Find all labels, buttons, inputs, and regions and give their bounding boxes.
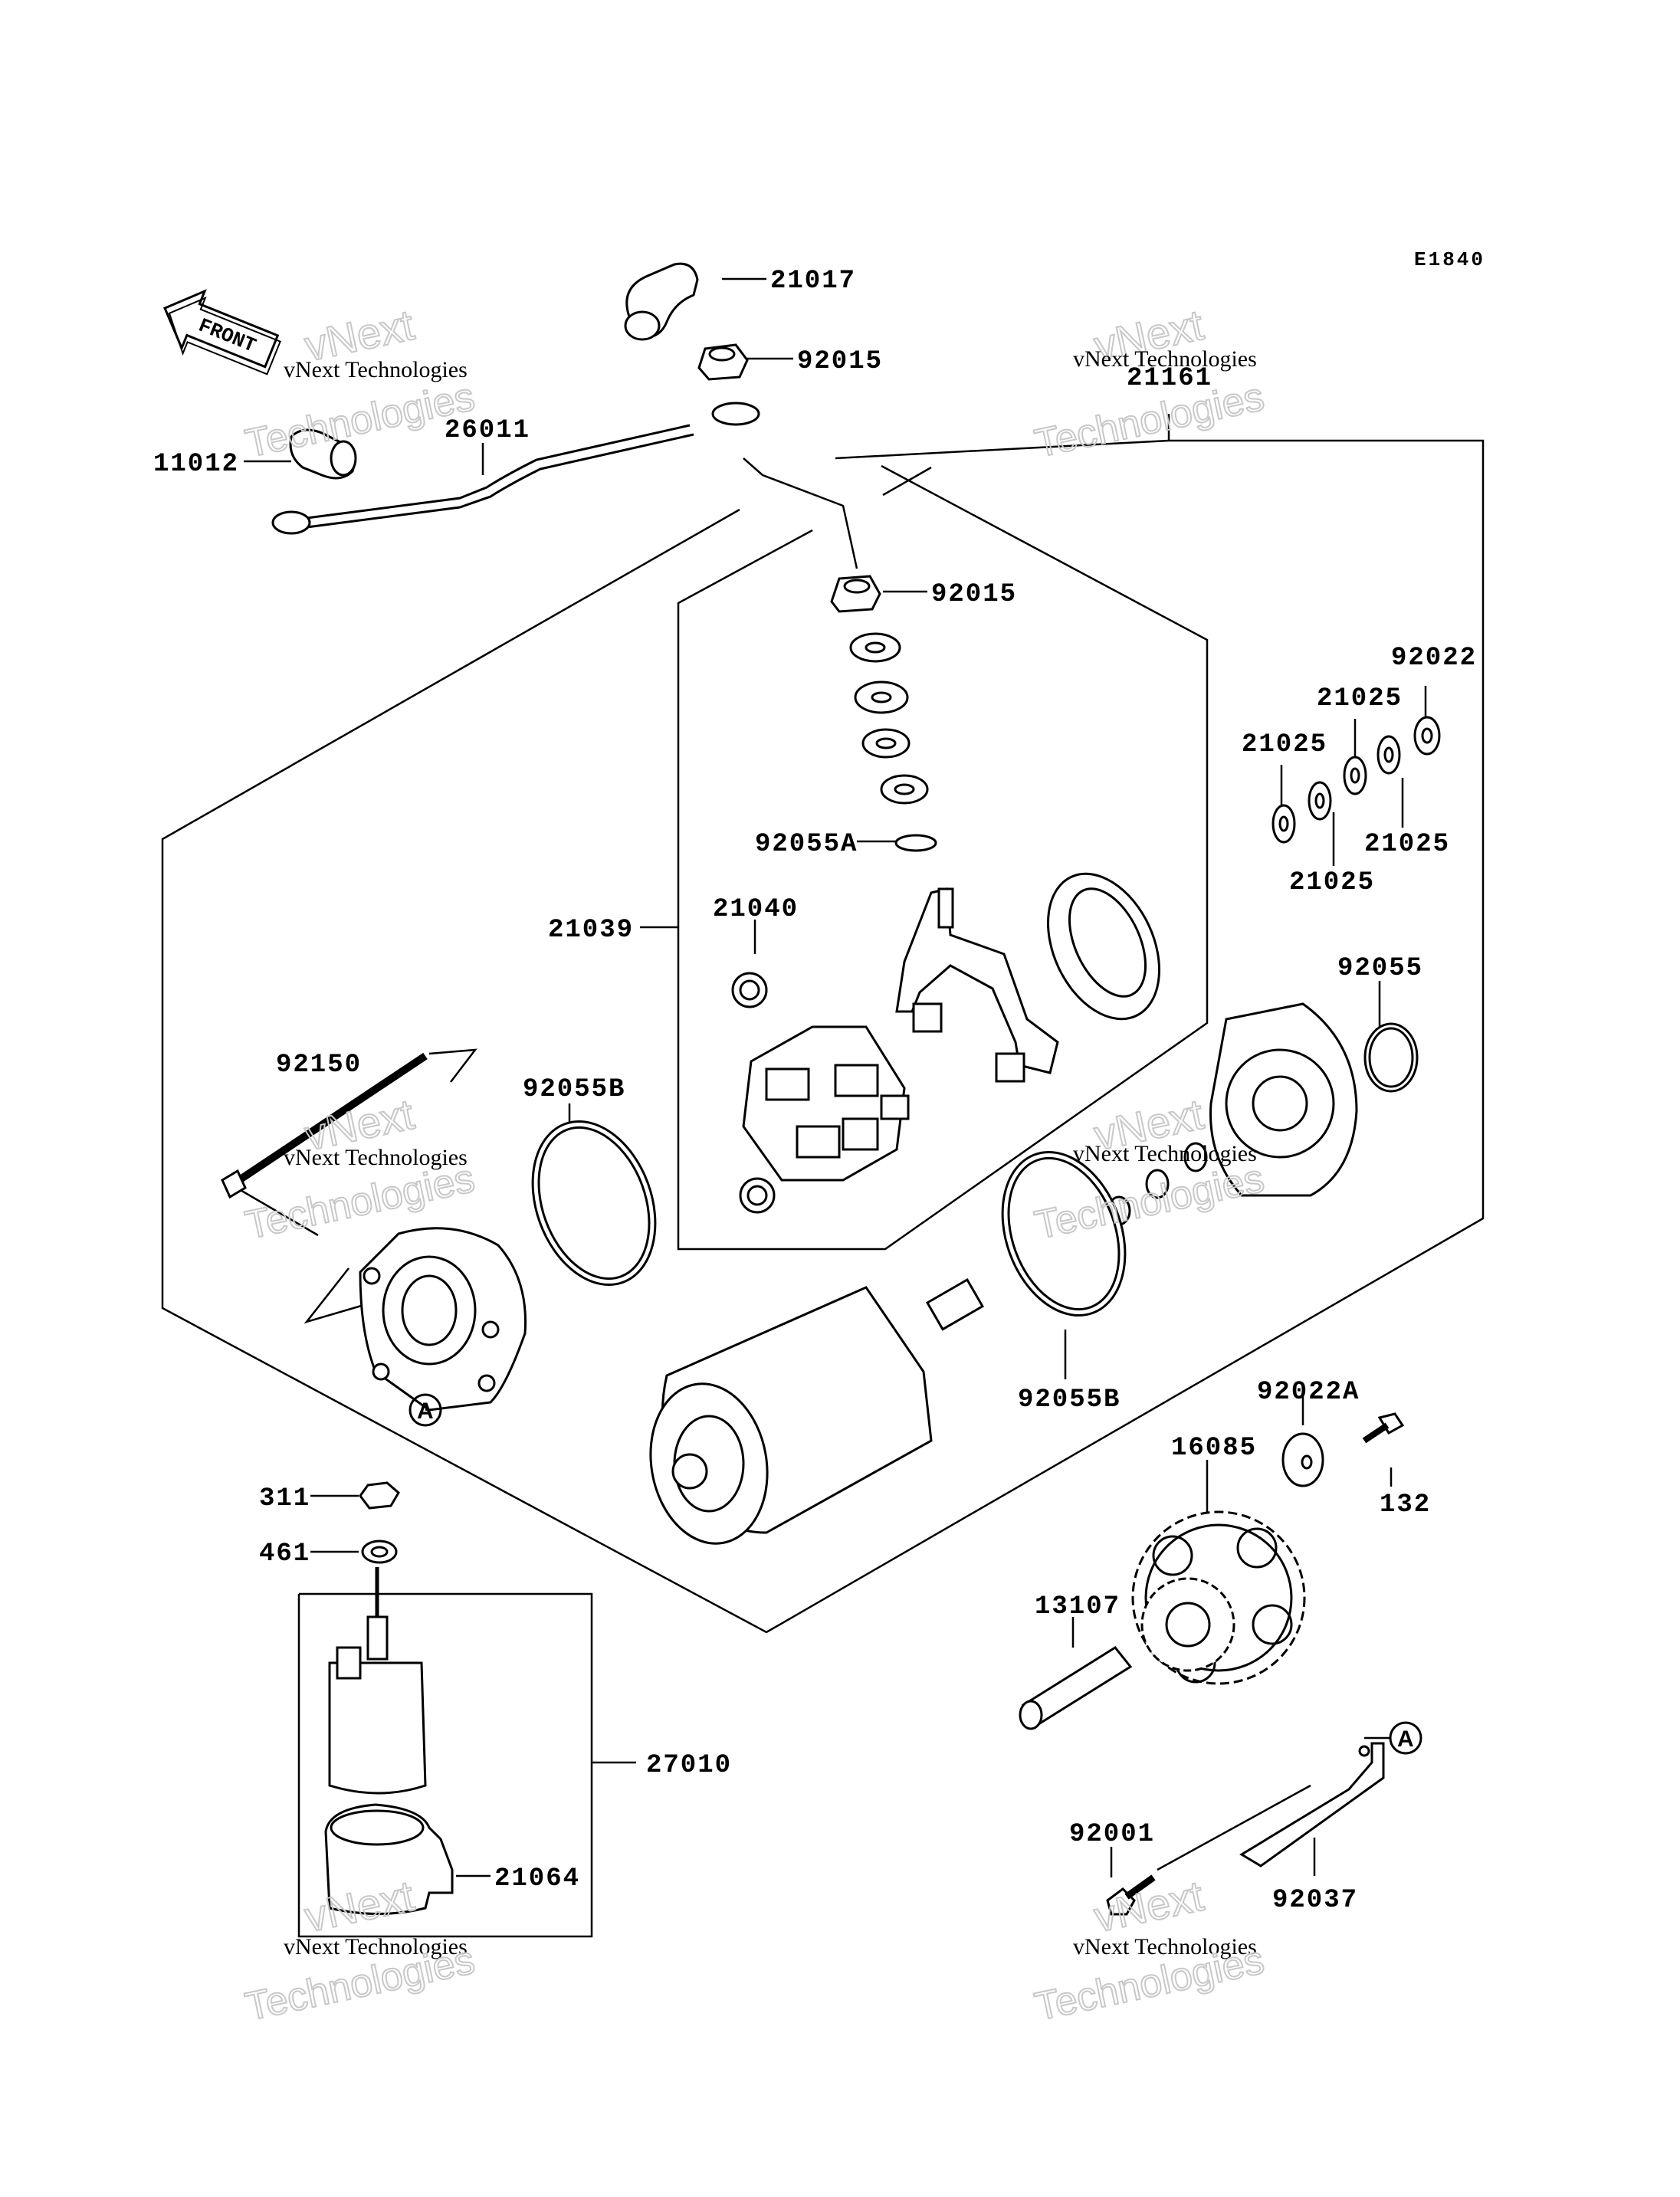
watermark-bottom-left-brand: vNext: [300, 1871, 418, 1941]
bracket-92037: [1239, 1742, 1385, 1867]
oring-92055B-left: [531, 1120, 657, 1287]
label-26011: 26011: [445, 416, 530, 445]
ref-marker-a-right-text: A: [1397, 1726, 1414, 1752]
watermark-top-left-tech: Technologies: [241, 375, 478, 467]
spring-21040: [731, 972, 776, 1214]
watermark-top-left: vNext vNext Technologies Technologies: [241, 300, 479, 467]
label-21025-a: 21025: [1317, 684, 1403, 713]
oring-92055B-right: [1001, 1150, 1127, 1317]
washer-stack: [849, 632, 937, 852]
label-132: 132: [1380, 1490, 1431, 1520]
cover-21064: [324, 1803, 454, 1915]
label-21064: 21064: [494, 1864, 580, 1894]
yoke-ring: [1046, 872, 1161, 1021]
bolt-92150: [221, 1052, 428, 1199]
label-92015-mid: 92015: [931, 580, 1017, 609]
washer-461: [361, 1540, 398, 1564]
oring-92055: [1363, 1022, 1419, 1093]
label-92022: 92022: [1391, 644, 1477, 673]
nut-92015-mid: [830, 575, 881, 613]
watermark-mid-left-line: vNext Technologies: [284, 1145, 468, 1170]
label-92055B-left: 92055B: [523, 1075, 625, 1104]
label-461: 461: [259, 1540, 310, 1569]
label-21017: 21017: [770, 267, 856, 296]
diagram-code: E1840: [1414, 248, 1485, 271]
watermark-bottom-right: vNext vNext Technologies Technologies: [1030, 1871, 1268, 2031]
leader-lines: [229, 277, 1427, 1877]
label-13107: 13107: [1035, 1592, 1121, 1622]
front-cover-left: [359, 1227, 527, 1412]
washers-21025: [1271, 716, 1441, 844]
label-92055: 92055: [1337, 954, 1423, 983]
ref-marker-a-right: A: [1389, 1721, 1422, 1755]
watermark-mid-left: vNext vNext Technologies Technologies: [241, 1089, 479, 1249]
label-92022A: 92022A: [1257, 1378, 1360, 1407]
boot-11012: [289, 428, 357, 480]
front-arrow-icon: FRONT: [163, 289, 281, 375]
watermark-mid-right-line: vNext Technologies: [1073, 1141, 1257, 1166]
label-92055B-right: 92055B: [1018, 1385, 1121, 1415]
watermark-bottom-right-line: vNext Technologies: [1073, 1934, 1257, 1959]
label-92055A: 92055A: [755, 830, 858, 859]
watermark-top-left-line: vNext Technologies: [284, 357, 468, 382]
solenoid-27010: [328, 1567, 427, 1795]
watermark-top-right-line: vNext Technologies: [1073, 346, 1257, 372]
label-21025-b: 21025: [1242, 730, 1327, 759]
cable-26011: [271, 402, 760, 535]
label-92015-top: 92015: [797, 347, 883, 376]
label-311: 311: [259, 1484, 310, 1513]
bolt-92001: [1106, 1874, 1156, 1916]
label-92150: 92150: [276, 1051, 362, 1080]
brush-plate: [895, 887, 1059, 1083]
watermark-bottom-left: vNext vNext Technologies Technologies: [241, 1871, 479, 2031]
nut-311: [359, 1481, 400, 1510]
label-21039: 21039: [548, 916, 634, 945]
gear-16085: [1131, 1510, 1306, 1685]
motor-yoke: [649, 1277, 985, 1545]
watermark-bottom-left-line: vNext Technologies: [284, 1934, 468, 1959]
label-21161: 21161: [1127, 364, 1212, 393]
label-11012: 11012: [153, 450, 239, 479]
bolt-132: [1362, 1412, 1405, 1444]
brush-holder-21039: [742, 1025, 910, 1182]
shaft-13107: [1019, 1646, 1133, 1730]
boot-21017: [624, 262, 699, 341]
assembly-outline: [161, 414, 1485, 1938]
label-92037: 92037: [1272, 1886, 1358, 1915]
label-16085: 16085: [1171, 1434, 1257, 1463]
end-cover-right: [1107, 1002, 1358, 1226]
nut-92015-top: [697, 343, 749, 381]
washer-92022A: [1281, 1432, 1324, 1487]
ref-marker-a-left: A: [409, 1393, 442, 1427]
watermark-bottom-right-brand: vNext: [1090, 1871, 1208, 1941]
label-21040: 21040: [713, 895, 799, 924]
label-21025-c: 21025: [1364, 830, 1450, 859]
ref-marker-a-left-text: A: [417, 1399, 434, 1424]
label-21025-d: 21025: [1289, 868, 1375, 897]
label-92001: 92001: [1069, 1820, 1155, 1849]
label-27010: 27010: [646, 1751, 732, 1780]
